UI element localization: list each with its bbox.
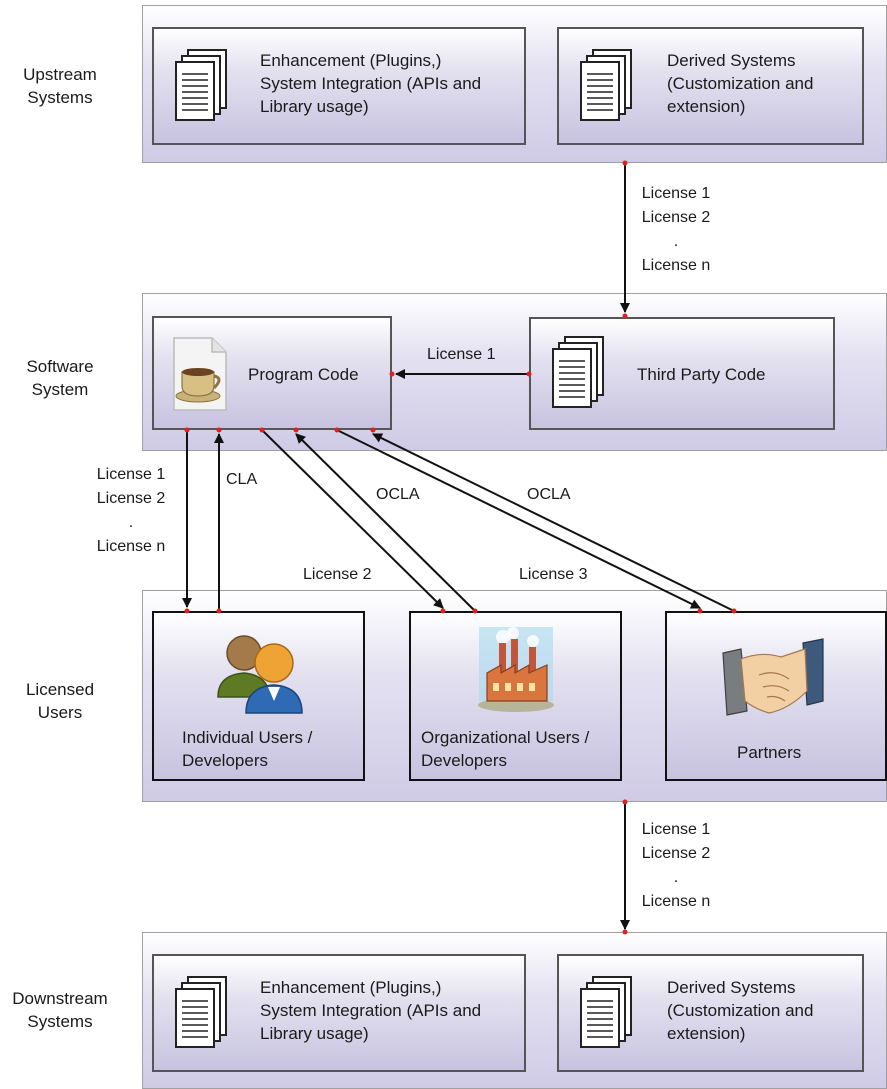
upstream-enhancement-node: Enhancement (Plugins,)System Integration…: [152, 27, 526, 145]
coffee-cup-icon: [173, 337, 227, 411]
ocla-partners-label: OCLA: [527, 486, 571, 503]
organizational-users-label: Organizational Users /Developers: [421, 728, 590, 770]
license-list-item: License 2: [641, 209, 711, 226]
license-list-item: License n: [641, 257, 711, 274]
third-party-code-node: Third Party Code: [529, 317, 835, 430]
license-list-item: License 1: [641, 821, 711, 838]
license-list-item: .: [673, 233, 679, 250]
document-stack-icon: [580, 976, 632, 1048]
program-code-label: Program Code: [248, 365, 359, 384]
organizational-users-node: Organizational Users /Developers: [409, 611, 622, 781]
license-list-item: License 2: [96, 490, 166, 507]
individual-license-list: License 1 License 2. License n: [85, 463, 177, 559]
license-list-item: .: [128, 514, 134, 531]
upstream-enhancement-label: Enhancement (Plugins,)System Integration…: [260, 51, 482, 116]
handshake-icon: [722, 638, 824, 716]
partners-node: Partners: [665, 611, 887, 781]
downstream-license-list: License 1 License 2. License n: [630, 818, 722, 914]
users-icon: [217, 635, 303, 714]
connector-dots: [184, 160, 737, 935]
downstream-enhancement-node: Enhancement (Plugins,)System Integration…: [152, 954, 526, 1072]
license3-arrow: [336, 429, 701, 609]
document-stack-icon: [175, 976, 227, 1048]
license-3-label: License 3: [519, 566, 588, 583]
document-stack-icon: [175, 49, 227, 121]
license-list-item: License n: [641, 893, 711, 910]
license-list-item: License 1: [96, 466, 166, 483]
ocla-partners-arrow: [372, 433, 735, 612]
ocla-org-arrow: [295, 433, 476, 612]
document-stack-icon: [580, 49, 632, 121]
downstream-enhancement-label: Enhancement (Plugins,)System Integration…: [260, 978, 482, 1043]
third-party-code-label: Third Party Code: [637, 365, 766, 384]
partners-label: Partners: [737, 743, 802, 762]
factory-icon: [478, 627, 554, 712]
license-list-item: License 1: [641, 185, 711, 202]
third-party-license-label: License 1: [427, 346, 496, 363]
individual-users-label: Individual Users /Developers: [182, 728, 313, 770]
upstream-license-list: License 1 License 2. License n: [630, 182, 722, 278]
license-list-item: .: [673, 869, 679, 886]
license-list-item: License n: [96, 538, 166, 555]
cla-label: CLA: [226, 471, 258, 488]
ocla-org-label: OCLA: [376, 486, 420, 503]
license-list-item: License 2: [641, 845, 711, 862]
program-code-node: Program Code: [152, 316, 392, 430]
document-stack-icon: [552, 336, 604, 408]
license-2-label: License 2: [303, 566, 372, 583]
individual-users-node: Individual Users /Developers: [152, 611, 365, 781]
license2-arrow: [261, 429, 444, 609]
